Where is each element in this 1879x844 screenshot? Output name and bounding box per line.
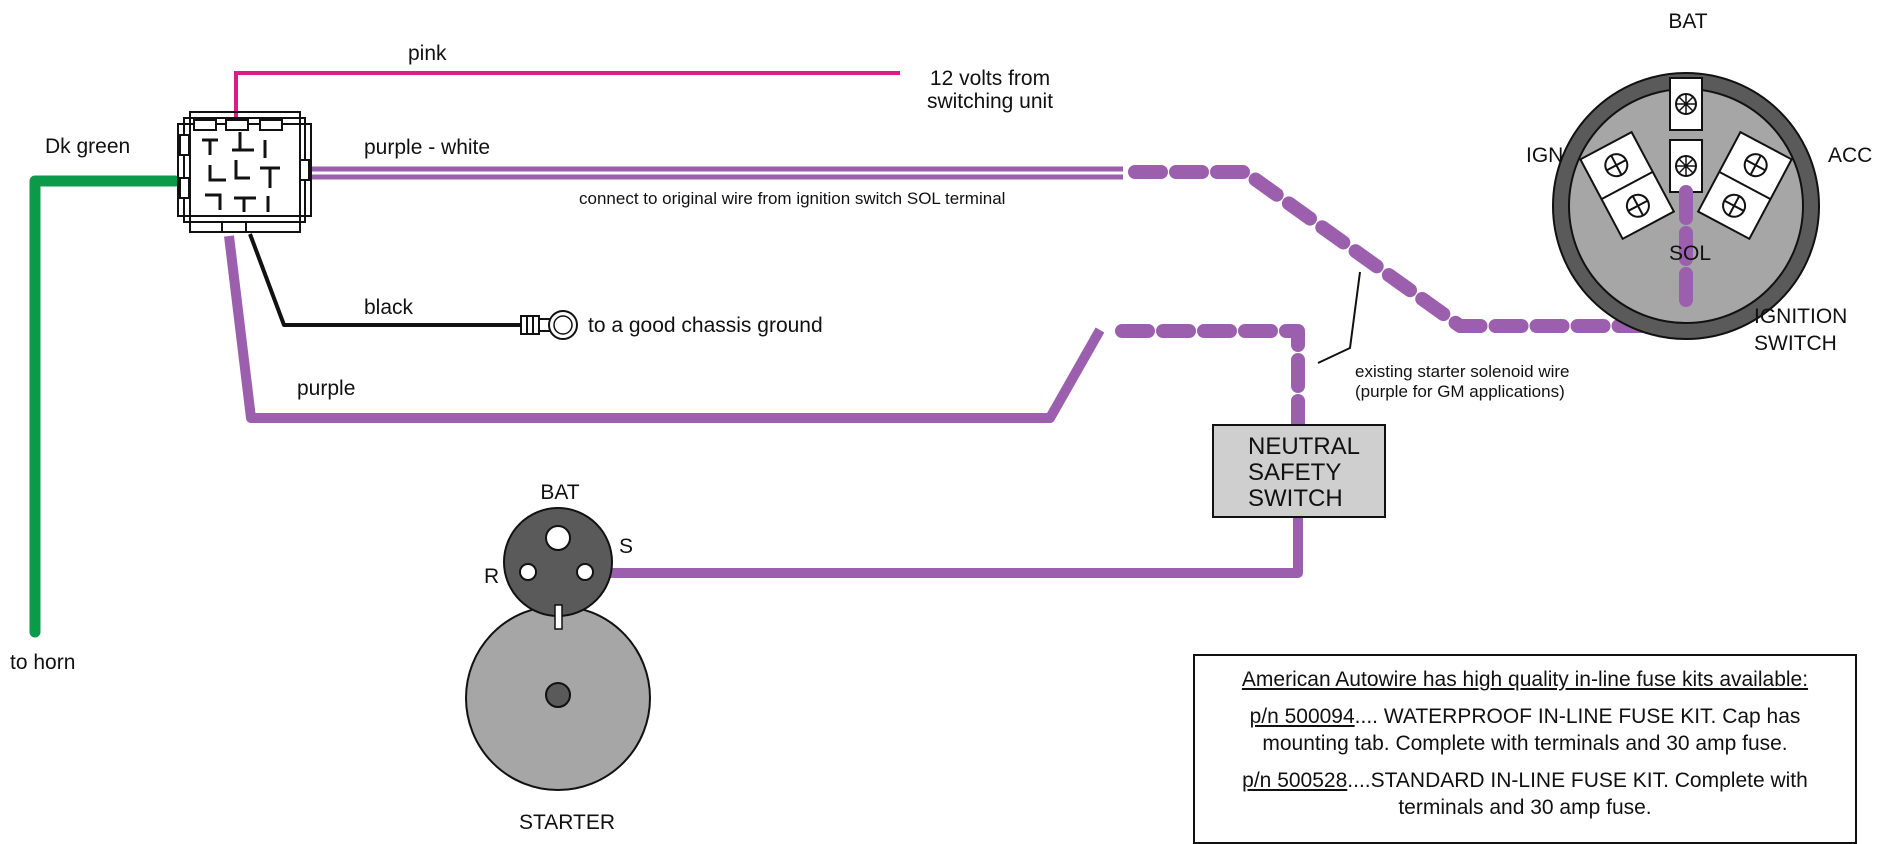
fuse-kit-part-number[interactable]: p/n 500094: [1249, 705, 1355, 728]
ignition-title-1: IGNITION: [1754, 305, 1847, 328]
purple-wire: [224, 235, 1105, 423]
ignition-bat-label: BAT: [1668, 10, 1707, 33]
starter-r-label: R: [484, 565, 499, 588]
connect-note: connect to original wire from ignition s…: [579, 189, 1005, 208]
neutral-switch-dashed-wire: [1115, 324, 1305, 432]
ignition-sol-label: SOL: [1669, 242, 1711, 265]
twelve-volts-label-2: switching unit: [927, 90, 1053, 113]
pink-wire-label: pink: [408, 42, 447, 65]
to-horn-label: to horn: [10, 651, 75, 674]
fuse-kit-heading: American Autowire has high quality in-li…: [1241, 668, 1809, 691]
ring-terminal-icon: [520, 310, 578, 340]
fuse-kit-item: p/n 500528....STANDARD IN-LINE FUSE KIT.…: [1209, 767, 1841, 821]
black-wire-label: black: [364, 296, 414, 319]
ignition-title-2: SWITCH: [1754, 332, 1837, 355]
dk-green-wire: [29, 175, 181, 638]
neutral-switch-label-2: SAFETY: [1248, 459, 1341, 486]
purple-wire-label: purple: [297, 377, 355, 400]
black-wire: [248, 233, 523, 327]
fuse-kit-part-number[interactable]: p/n 500528: [1242, 769, 1348, 792]
twelve-volts-label-1: 12 volts from: [930, 67, 1050, 90]
existing-wire-leader: [1317, 271, 1361, 364]
starter-title: STARTER: [519, 811, 615, 832]
neutral-switch-label-1: NEUTRAL: [1248, 433, 1360, 460]
starter-s-label: S: [619, 535, 633, 558]
neutral-safety-switch-box: [1212, 424, 1386, 518]
fuse-kit-description: .... WATERPROOF IN-LINE FUSE KIT. Cap ha…: [1262, 705, 1801, 755]
fuse-kit-item: p/n 500094.... WATERPROOF IN-LINE FUSE K…: [1209, 703, 1841, 757]
starter-icon: [465, 507, 651, 791]
ignition-acc-label: ACC: [1828, 144, 1872, 167]
pink-wire: [234, 71, 900, 120]
solenoid-note-2: (purple for GM applications): [1355, 382, 1565, 401]
dk-green-label: Dk green: [45, 135, 130, 158]
fuse-kit-note: American Autowire has high quality in-li…: [1193, 654, 1857, 844]
neutral-switch-label-3: SWITCH: [1248, 485, 1343, 512]
solenoid-note-1: existing starter solenoid wire: [1355, 362, 1569, 381]
purple-white-label: purple - white: [364, 136, 490, 159]
chassis-ground-label: to a good chassis ground: [588, 314, 823, 337]
ignition-ign-label: IGN: [1526, 144, 1563, 167]
relay-icon: [177, 111, 312, 233]
starter-s-wire: [610, 515, 1303, 578]
fuse-kit-description: ....STANDARD IN-LINE FUSE KIT. Complete …: [1347, 769, 1808, 819]
starter-bat-label: BAT: [540, 481, 579, 504]
